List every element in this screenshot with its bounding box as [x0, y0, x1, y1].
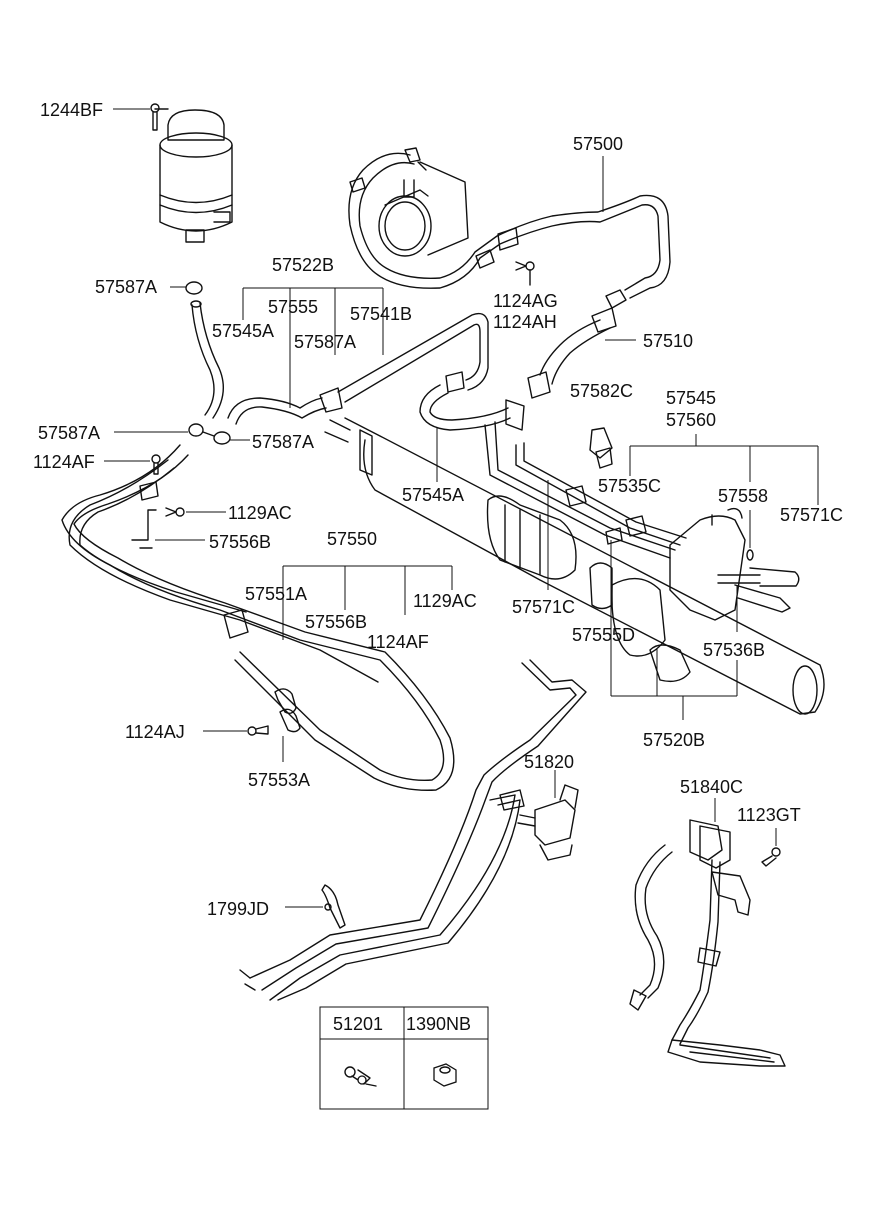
label-1124AH: 1124AH — [493, 312, 557, 332]
label-57545A-left: 57545A — [212, 321, 274, 341]
label-1129AC-top: 1129AC — [228, 503, 292, 523]
label-1244BF: 1244BF — [40, 100, 103, 120]
clamps-57587A-drawing — [188, 423, 231, 445]
label-1123GT: 1123GT — [737, 805, 801, 825]
bolt-1124AG-drawing — [515, 261, 535, 286]
clip-57553A-drawing — [274, 688, 301, 733]
table-header-1390NB: 1390NB — [406, 1014, 471, 1034]
assembly-51840C-drawing — [629, 819, 786, 1067]
bolt-1124AJ-drawing — [247, 725, 269, 736]
bolt-1123GT-drawing — [761, 847, 781, 867]
hose-57510-drawing — [527, 307, 617, 399]
label-57551A: 57551A — [245, 584, 307, 604]
parts-table: 51201 1390NB — [319, 1006, 489, 1110]
label-57541B: 57541B — [350, 304, 412, 324]
label-57522B: 57522B — [272, 255, 334, 275]
label-1129AC-mid: 1129AC — [413, 591, 477, 611]
label-57571C-right: 57571C — [780, 505, 843, 525]
part-51201-drawing — [344, 1066, 377, 1087]
label-57536B: 57536B — [703, 640, 765, 660]
label-57556B-mid: 57556B — [305, 612, 367, 632]
bracket-57556B-drawing — [131, 509, 157, 549]
label-51820: 51820 — [524, 752, 574, 772]
label-57587A-top: 57587A — [95, 277, 157, 297]
label-51840C: 51840C — [680, 777, 743, 797]
label-1124AG: 1124AG — [493, 291, 558, 311]
label-57545: 57545 — [666, 388, 716, 408]
label-57555: 57555 — [268, 297, 318, 317]
label-57558: 57558 — [718, 486, 768, 506]
label-57520B: 57520B — [643, 730, 705, 750]
clip-1799JD-drawing — [321, 884, 346, 929]
label-57556B-top: 57556B — [209, 532, 271, 552]
label-57582C: 57582C — [570, 381, 633, 401]
label-57553A: 57553A — [248, 770, 310, 790]
pipes-57550-drawing — [61, 444, 455, 791]
pump-drawing — [378, 161, 469, 257]
reservoir-drawing — [154, 108, 233, 243]
label-57587A-left: 57587A — [38, 423, 100, 443]
table-header-51201: 51201 — [333, 1014, 383, 1034]
label-57545A-center: 57545A — [402, 485, 464, 505]
label-1124AF-mid: 1124AF — [367, 632, 429, 652]
label-57510: 57510 — [643, 331, 693, 351]
steering-rack-drawing — [324, 417, 825, 715]
valve-51820-drawing — [517, 784, 579, 861]
label-57587A-right: 57587A — [252, 432, 314, 452]
label-57550: 57550 — [327, 529, 377, 549]
label-57555D: 57555D — [572, 625, 635, 645]
lines-51820-drawing — [239, 659, 587, 1001]
hoses-57522B-drawing — [185, 281, 525, 431]
label-57560: 57560 — [666, 410, 716, 430]
hose-57500-drawing — [348, 147, 671, 309]
part-1390NB-drawing — [433, 1063, 457, 1087]
label-1124AJ: 1124AJ — [125, 722, 185, 742]
label-57571C-center: 57571C — [512, 597, 575, 617]
clip-57582C-drawing — [589, 427, 613, 469]
bolt-1129AC-drawing — [165, 507, 185, 517]
label-57535C: 57535C — [598, 476, 661, 496]
label-57587A-mid: 57587A — [294, 332, 356, 352]
label-1124AF-top: 1124AF — [33, 452, 95, 472]
bolt-1244BF-drawing — [150, 103, 160, 131]
label-57500: 57500 — [573, 134, 623, 154]
label-1799JD: 1799JD — [207, 899, 269, 919]
